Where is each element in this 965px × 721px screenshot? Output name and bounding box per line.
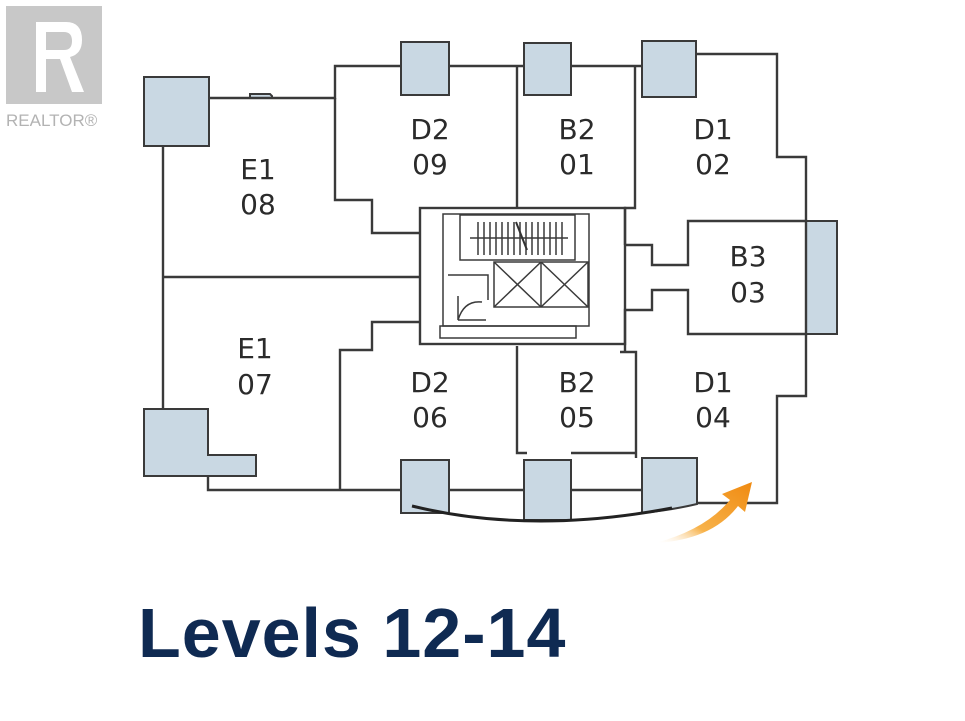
- unit-type-label: E1: [237, 332, 273, 365]
- orientation-arrow: [655, 482, 752, 543]
- balconies: [143, 40, 838, 521]
- balcony-d2-09: [400, 41, 450, 96]
- unit-type-label: E1: [240, 153, 276, 186]
- unit-number-label: 07: [237, 368, 273, 401]
- unit-number-label: 02: [695, 148, 731, 181]
- balcony-e1-07: [143, 408, 257, 477]
- levels-caption: Levels 12-14: [138, 594, 567, 672]
- unit-number-label: 05: [559, 401, 595, 434]
- balcony-e1-08: [143, 76, 273, 147]
- unit-number-label: 09: [412, 148, 448, 181]
- stairs: [459, 214, 576, 261]
- unit-type-label: B3: [729, 240, 766, 273]
- balcony-d1-04: [641, 457, 698, 515]
- core-door: [448, 274, 489, 321]
- unit-type-label: D1: [693, 113, 732, 146]
- unit-type-label: B2: [558, 113, 595, 146]
- unit-type-label: B2: [558, 366, 595, 399]
- core: [418, 206, 627, 346]
- unit-number-label: 08: [240, 188, 276, 221]
- unit-number-label: 04: [695, 401, 731, 434]
- unit-number-label: 06: [412, 401, 448, 434]
- balcony-b2-01: [523, 42, 572, 96]
- walls: [161, 52, 808, 523]
- balcony-b3-03: [805, 220, 838, 335]
- unit-labels: E1 08 D2 09 B2 01 D1 02 B3 03 E1 07 D2 0…: [237, 113, 766, 434]
- realtor-logo: REALTOR®: [6, 6, 102, 130]
- curved-glass: [411, 504, 673, 523]
- realtor-text: REALTOR®: [6, 111, 98, 130]
- balcony-d2-06: [400, 459, 450, 514]
- elevators: [493, 261, 589, 308]
- unit-number-label: 03: [730, 276, 766, 309]
- unit-number-label: 01: [559, 148, 595, 181]
- balcony-b2-05: [523, 459, 572, 521]
- unit-type-label: D2: [410, 113, 449, 146]
- unit-type-label: D1: [693, 366, 732, 399]
- unit-type-label: D2: [410, 366, 449, 399]
- balcony-d1-02: [641, 40, 697, 98]
